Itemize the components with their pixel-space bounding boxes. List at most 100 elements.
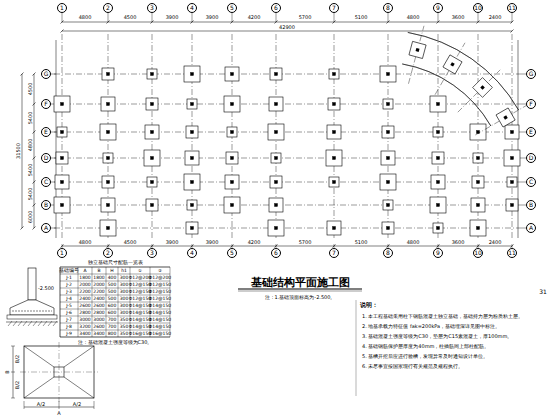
drawing-line xyxy=(512,13,513,22)
footing xyxy=(328,98,340,110)
drawing-line xyxy=(11,398,15,399)
footing xyxy=(326,150,342,166)
dimension: 5400 xyxy=(28,112,33,125)
drawing-line xyxy=(33,103,36,106)
drawing-line xyxy=(511,30,514,33)
axis-number: D xyxy=(529,155,534,161)
table-cell: Φ14@150 xyxy=(129,310,151,315)
table-cell: 300 xyxy=(120,289,129,294)
column xyxy=(416,48,420,52)
drawing-line xyxy=(151,21,154,24)
detail-dimension: A/2 xyxy=(37,402,45,407)
drawing-line xyxy=(51,158,56,159)
column xyxy=(190,102,193,105)
axis-number: 2 xyxy=(106,5,110,11)
table-cell: Φ14@150 xyxy=(149,310,171,315)
column xyxy=(476,156,479,159)
axis-bubble: 5 xyxy=(227,3,237,13)
column xyxy=(230,72,233,75)
axis-number: 10 xyxy=(474,250,482,256)
footing xyxy=(268,124,284,140)
column xyxy=(150,72,153,75)
column xyxy=(332,72,335,75)
column xyxy=(436,226,439,229)
arc-axis xyxy=(435,43,465,95)
footing xyxy=(56,152,68,164)
column xyxy=(150,203,153,206)
axis-bubble: D xyxy=(526,153,536,163)
footing xyxy=(102,68,114,80)
table-cell: 800 xyxy=(108,331,117,336)
dimension-total: 31500 xyxy=(16,143,21,159)
column xyxy=(503,115,507,119)
table-cell: Φ12@150 xyxy=(129,282,151,287)
dimension: 4200 xyxy=(248,15,261,20)
table-header: B xyxy=(97,268,100,273)
axis-bubble: 2 xyxy=(103,3,113,13)
table-line xyxy=(60,337,170,338)
axis-bubble: F xyxy=(41,99,51,109)
bedding-layer xyxy=(7,315,57,319)
table-cell: J-3 xyxy=(66,289,72,294)
arc-grid xyxy=(402,64,491,126)
table-header: H xyxy=(110,268,113,273)
column xyxy=(230,180,233,183)
column xyxy=(436,180,439,183)
column xyxy=(274,203,277,206)
table-cell: 2600 xyxy=(93,324,104,329)
footing xyxy=(184,66,200,82)
footing xyxy=(443,55,462,74)
table-cell: 3000 xyxy=(79,317,90,322)
column xyxy=(190,130,193,133)
column xyxy=(274,180,277,183)
drawing-line xyxy=(51,132,56,133)
axis-bubble: G xyxy=(526,69,536,79)
note-line: 4. 基础钢筋保护层厚度为40mm，柱插筋同上部柱配筋。 xyxy=(362,344,489,349)
axis-bubble: C xyxy=(41,177,51,187)
footing xyxy=(504,150,520,166)
table-cell: Φ12@150 xyxy=(149,282,171,287)
axis-number: F xyxy=(44,101,47,107)
axis-bubble: G xyxy=(41,69,51,79)
column xyxy=(476,226,479,229)
table-cell: Φ12@200 xyxy=(129,275,151,280)
table-cell: J-8 xyxy=(66,324,72,329)
column xyxy=(386,203,389,206)
table-cell: 500 xyxy=(108,282,117,287)
column xyxy=(230,102,233,105)
footing xyxy=(431,175,445,189)
table-header: 基础编号 xyxy=(59,268,79,273)
table-cell: 1800 xyxy=(93,275,104,280)
drawing-line xyxy=(64,346,94,367)
column xyxy=(150,130,153,133)
table-cell: 3000 xyxy=(93,317,104,322)
axis-bubble: B xyxy=(41,200,51,210)
column xyxy=(332,130,335,133)
column xyxy=(332,226,335,229)
table-line xyxy=(106,267,107,337)
footing xyxy=(329,69,339,79)
dimension: 4500 xyxy=(124,240,137,245)
column xyxy=(106,156,109,159)
table-cell: 300 xyxy=(120,282,129,287)
drawing-line xyxy=(21,227,24,230)
column xyxy=(60,180,63,183)
drawing-line xyxy=(21,73,24,76)
drawing-line xyxy=(108,13,109,22)
dimension: 3900 xyxy=(166,15,179,20)
notes-rule xyxy=(356,300,357,396)
table-cell: 400 xyxy=(108,275,117,280)
drawing-line xyxy=(33,131,36,134)
drawing-line xyxy=(152,13,153,22)
arc-axis xyxy=(475,105,527,135)
column xyxy=(510,180,513,183)
detail-dimension: A/2 xyxy=(73,402,81,407)
note-line: 6. 未尽事宜按国家现行有关规范及规程执行。 xyxy=(362,364,463,369)
axis-number: 11 xyxy=(508,250,516,256)
footing xyxy=(473,78,493,98)
footing xyxy=(270,176,282,188)
column xyxy=(150,102,153,105)
axis-line xyxy=(54,205,522,206)
table-cell: 500 xyxy=(108,289,117,294)
table-cell: J-4 xyxy=(66,296,72,301)
